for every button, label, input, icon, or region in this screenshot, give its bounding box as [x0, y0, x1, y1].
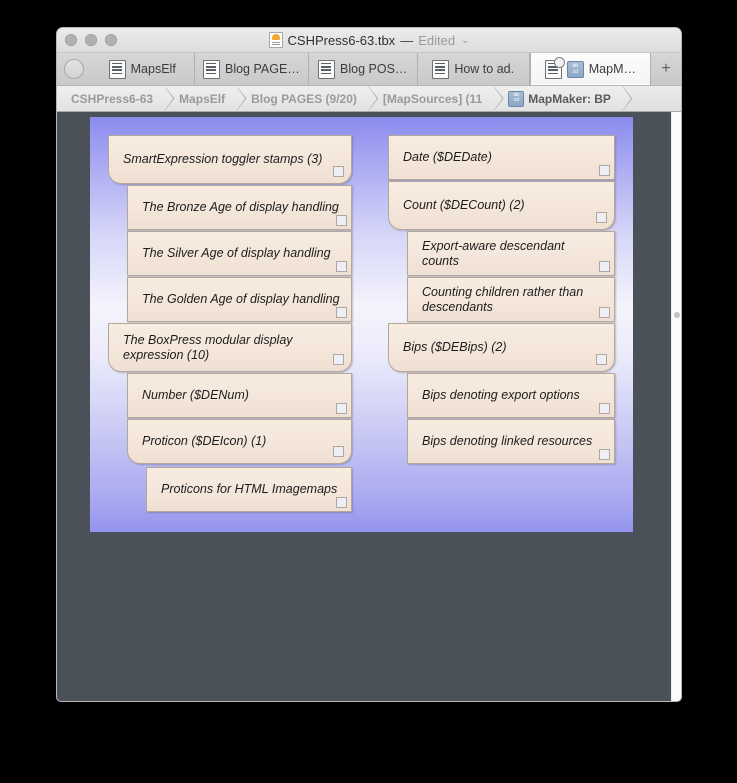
tab-overview-button[interactable] — [57, 53, 90, 85]
chevron-down-icon[interactable]: ⌄ — [461, 34, 470, 46]
resize-handle-icon[interactable] — [333, 354, 344, 365]
resize-handle-icon[interactable] — [599, 449, 610, 460]
breadcrumb-label: CSHPress6-63 — [71, 91, 154, 106]
breadcrumb-item-blog-pages[interactable]: Blog PAGES (9/20) — [237, 86, 369, 111]
application-window: CSHPress6-63.tbx — Edited ⌄ MapsElf Blog… — [57, 28, 681, 701]
map-note[interactable]: Count ($DECount) (2) — [388, 181, 615, 230]
tab-label: Blog PAGE… — [224, 62, 300, 76]
map-note[interactable]: Proticons for HTML Imagemaps — [146, 467, 352, 512]
note-title: The Bronze Age of display handling — [142, 200, 339, 214]
note-title: Proticons for HTML Imagemaps — [161, 482, 338, 496]
scrollbar-thumb[interactable] — [673, 312, 680, 318]
vertical-scrollbar[interactable] — [671, 112, 681, 701]
resize-handle-icon[interactable] — [336, 261, 347, 272]
document-icon — [268, 32, 283, 48]
note-title: Count ($DECount) (2) — [403, 198, 525, 212]
note-title: Export-aware descendant counts — [422, 238, 565, 268]
new-tab-button[interactable]: + — [661, 60, 671, 77]
breadcrumb-label: MapsElf — [179, 91, 226, 106]
breadcrumb-item-mapsources[interactable]: [MapSources] (11 — [368, 86, 495, 111]
outline-document-icon — [432, 59, 450, 79]
map-note[interactable]: The Bronze Age of display handling — [127, 185, 352, 230]
zoom-button[interactable] — [105, 34, 117, 46]
map-note[interactable]: Export-aware descendant counts — [407, 231, 615, 276]
breadcrumb: CSHPress6-63 MapsElf Blog PAGES (9/20) [… — [57, 86, 681, 112]
tab-label: MapM… — [588, 62, 636, 76]
outline-document-icon — [202, 59, 220, 79]
tab-label: How to ad. — [454, 62, 515, 76]
outline-document-icon — [318, 59, 336, 79]
map-note[interactable]: The BoxPress modular display expression … — [108, 323, 352, 372]
window-title: CSHPress6-63.tbx — Edited ⌄ — [268, 32, 470, 48]
tab-mapself[interactable]: MapsElf — [90, 53, 196, 85]
minimize-button[interactable] — [85, 34, 97, 46]
map-note[interactable]: SmartExpression toggler stamps (3) — [108, 135, 352, 184]
tab-bar: MapsElf Blog PAGE… Blog POS… How to ad. … — [57, 53, 681, 86]
outline-document-icon — [544, 56, 565, 79]
note-title: Bips ($DEBips) (2) — [403, 340, 507, 354]
resize-handle-icon[interactable] — [599, 403, 610, 414]
map-note[interactable]: Number ($DENum) — [127, 373, 352, 418]
resize-handle-icon[interactable] — [333, 166, 344, 177]
note-title: SmartExpression toggler stamps (3) — [123, 152, 323, 166]
map-note[interactable]: Date ($DEDate) — [388, 135, 615, 180]
window-controls — [65, 34, 117, 46]
close-button[interactable] — [65, 34, 77, 46]
resize-handle-icon[interactable] — [599, 165, 610, 176]
badge-icon — [553, 56, 565, 68]
circle-icon — [63, 59, 84, 79]
map-note[interactable]: The Golden Age of display handling — [127, 277, 352, 322]
breadcrumb-item-mapself[interactable]: MapsElf — [165, 86, 238, 111]
note-title: The BoxPress modular display expression … — [123, 332, 293, 362]
tab-label: MapsElf — [130, 62, 176, 76]
resize-handle-icon[interactable] — [336, 497, 347, 508]
breadcrumb-label: Blog PAGES (9/20) — [251, 91, 357, 106]
breadcrumb-item-root[interactable]: CSHPress6-63 — [57, 86, 166, 111]
map-note[interactable]: Counting children rather than descendant… — [407, 277, 615, 322]
resize-handle-icon[interactable] — [599, 307, 610, 318]
note-title: Bips denoting export options — [422, 388, 580, 402]
title-edited-state: Edited — [418, 32, 456, 48]
note-title: Counting children rather than descendant… — [422, 284, 584, 314]
resize-handle-icon[interactable] — [596, 212, 607, 223]
outline-document-icon — [108, 59, 126, 79]
resize-handle-icon[interactable] — [336, 307, 347, 318]
tab-label: Blog POS… — [340, 62, 408, 76]
tab-blog-posts[interactable]: Blog POS… — [309, 53, 418, 85]
title-bar: CSHPress6-63.tbx — Edited ⌄ — [57, 28, 681, 53]
resize-handle-icon[interactable] — [336, 215, 347, 226]
resize-handle-icon[interactable] — [599, 261, 610, 272]
note-title: Number ($DENum) — [142, 388, 249, 402]
note-title: Bips denoting linked resources — [422, 434, 593, 448]
resize-handle-icon[interactable] — [596, 354, 607, 365]
resize-handle-icon[interactable] — [336, 403, 347, 414]
title-filename: CSHPress6-63.tbx — [287, 32, 396, 48]
title-separator: — — [400, 32, 414, 48]
note-title: Date ($DEDate) — [403, 150, 492, 164]
map-note[interactable]: Bips denoting export options — [407, 373, 615, 418]
map-canvas[interactable]: SmartExpression toggler stamps (3) The Br… — [90, 117, 633, 532]
resize-handle-icon[interactable] — [333, 446, 344, 457]
map-note[interactable]: Proticon ($DEIcon) (1) — [127, 419, 352, 464]
map-note[interactable]: Bips ($DEBips) (2) — [388, 323, 615, 372]
map-note[interactable]: Bips denoting linked resources — [407, 419, 615, 464]
tab-how-to-add[interactable]: How to ad. — [418, 53, 530, 85]
map-note[interactable]: The Silver Age of display handling — [127, 231, 352, 276]
breadcrumb-label: MapMaker: BP — [528, 91, 611, 106]
tab-blog-pages[interactable]: Blog PAGE… — [195, 53, 309, 85]
note-title: Proticon ($DEIcon) (1) — [142, 434, 267, 448]
breadcrumb-label: [MapSources] (11 — [382, 91, 483, 106]
note-title: The Silver Age of display handling — [142, 246, 331, 260]
content-area: SmartExpression toggler stamps (3) The Br… — [57, 112, 681, 701]
note-title: The Golden Age of display handling — [142, 292, 340, 306]
